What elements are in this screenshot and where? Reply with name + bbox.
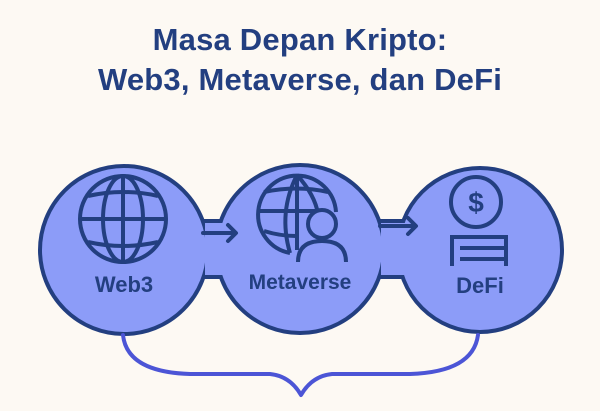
node-web3-label: Web3: [94, 272, 154, 297]
title-line-1: Masa Depan Kripto:: [152, 22, 448, 57]
dollar-bank-icon: [449, 175, 508, 266]
curly-brace-icon: [121, 333, 480, 397]
title-line-2: Web3, Metaverse, dan DeFi: [97, 62, 503, 97]
globe-icon: [78, 174, 168, 264]
arrow-right-icon: [201, 223, 238, 243]
globe-user-icon: [256, 173, 348, 263]
node-defi-label: DeFi: [456, 273, 504, 298]
dollar-sign: $: [468, 187, 484, 218]
node-metaverse-label: Metaverse: [248, 271, 352, 294]
arrow-right-icon: [378, 216, 418, 236]
